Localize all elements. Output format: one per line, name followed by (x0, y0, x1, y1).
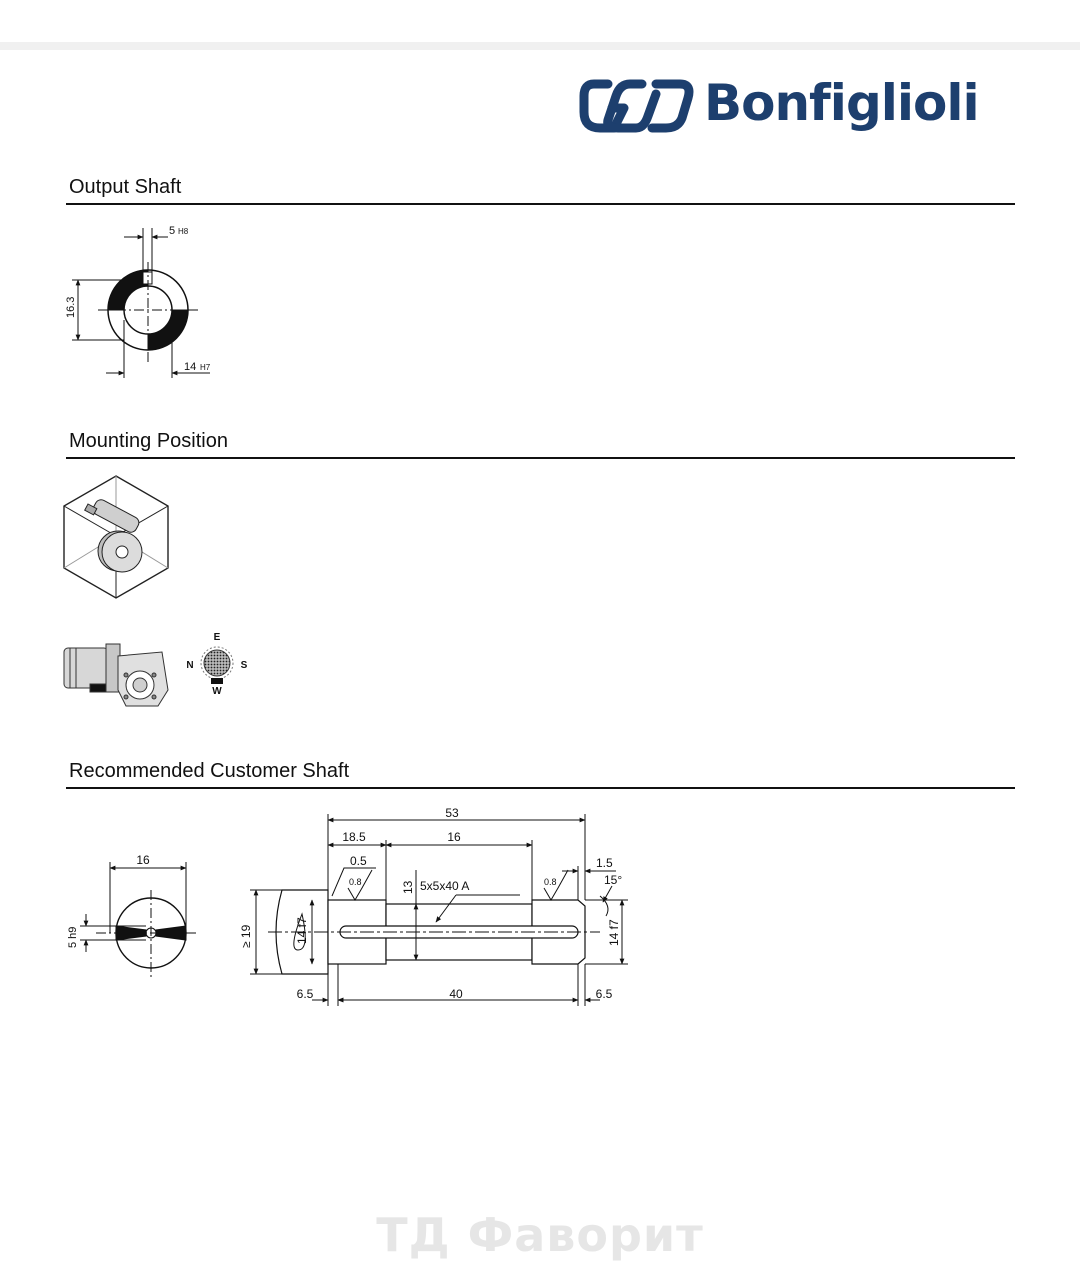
section-divider (66, 203, 1015, 205)
section-divider (66, 457, 1015, 459)
dim-key-length: 16 (447, 830, 461, 844)
dim-end-left: 6.5 (297, 987, 314, 1001)
orientation-left: N (186, 660, 193, 671)
customer-shaft-side-view (250, 814, 628, 1006)
dim-chamfer-a: 0.5 (350, 854, 367, 868)
roughness-a: 0.8 (349, 877, 362, 887)
mounting-cube-icon (63, 475, 169, 599)
dim-diameter-mid: 14 f7 (295, 917, 309, 944)
dim-depth: 13 (401, 880, 415, 894)
bonfiglioli-logo-icon (579, 79, 694, 133)
dim-total: 53 (445, 806, 459, 820)
section-title-customer-shaft: Recommended Customer Shaft (69, 760, 350, 782)
dim-bore: 14 (184, 361, 196, 373)
dim-end-right: 6.5 (596, 987, 613, 1001)
gearmotor-icon (63, 643, 169, 707)
key-spec: 5x5x40 A (420, 879, 469, 893)
dim-diameter-right: 14 f7 (607, 919, 621, 946)
orientation-right: S (241, 660, 248, 671)
watermark: ТД Фаворит (376, 1208, 704, 1262)
roughness-b: 0.8 (544, 877, 557, 887)
dim-key-width: 5 (169, 225, 175, 237)
orientation-bottom: W (212, 686, 222, 697)
customer-shaft-end-view (80, 862, 196, 978)
dim-length: 40 (449, 987, 463, 1001)
brand-logo: Bonfiglioli (578, 72, 988, 142)
end-view-width: 16 (136, 853, 150, 867)
output-shaft-drawing (72, 228, 210, 378)
orientation-top: E (214, 632, 221, 643)
dim-key-tol: H8 (178, 227, 189, 236)
end-view-key: 5 h9 (67, 927, 79, 948)
dim-chamfer-b: 1.5 (596, 856, 613, 870)
dim-diameter-left: ≥ 19 (239, 924, 253, 948)
top-band (0, 42, 1080, 50)
orientation-compass-icon (200, 646, 234, 684)
section-title-output-shaft: Output Shaft (69, 176, 182, 198)
brand-name: Bonfiglioli (704, 74, 980, 132)
dim-bore-tol: H7 (200, 363, 211, 372)
section-title-mounting-position: Mounting Position (69, 430, 228, 452)
section-divider (66, 787, 1015, 789)
dim-key-height: 16.3 (65, 297, 77, 318)
dim-shoulder: 18.5 (342, 830, 366, 844)
dim-angle: 15° (604, 873, 622, 887)
